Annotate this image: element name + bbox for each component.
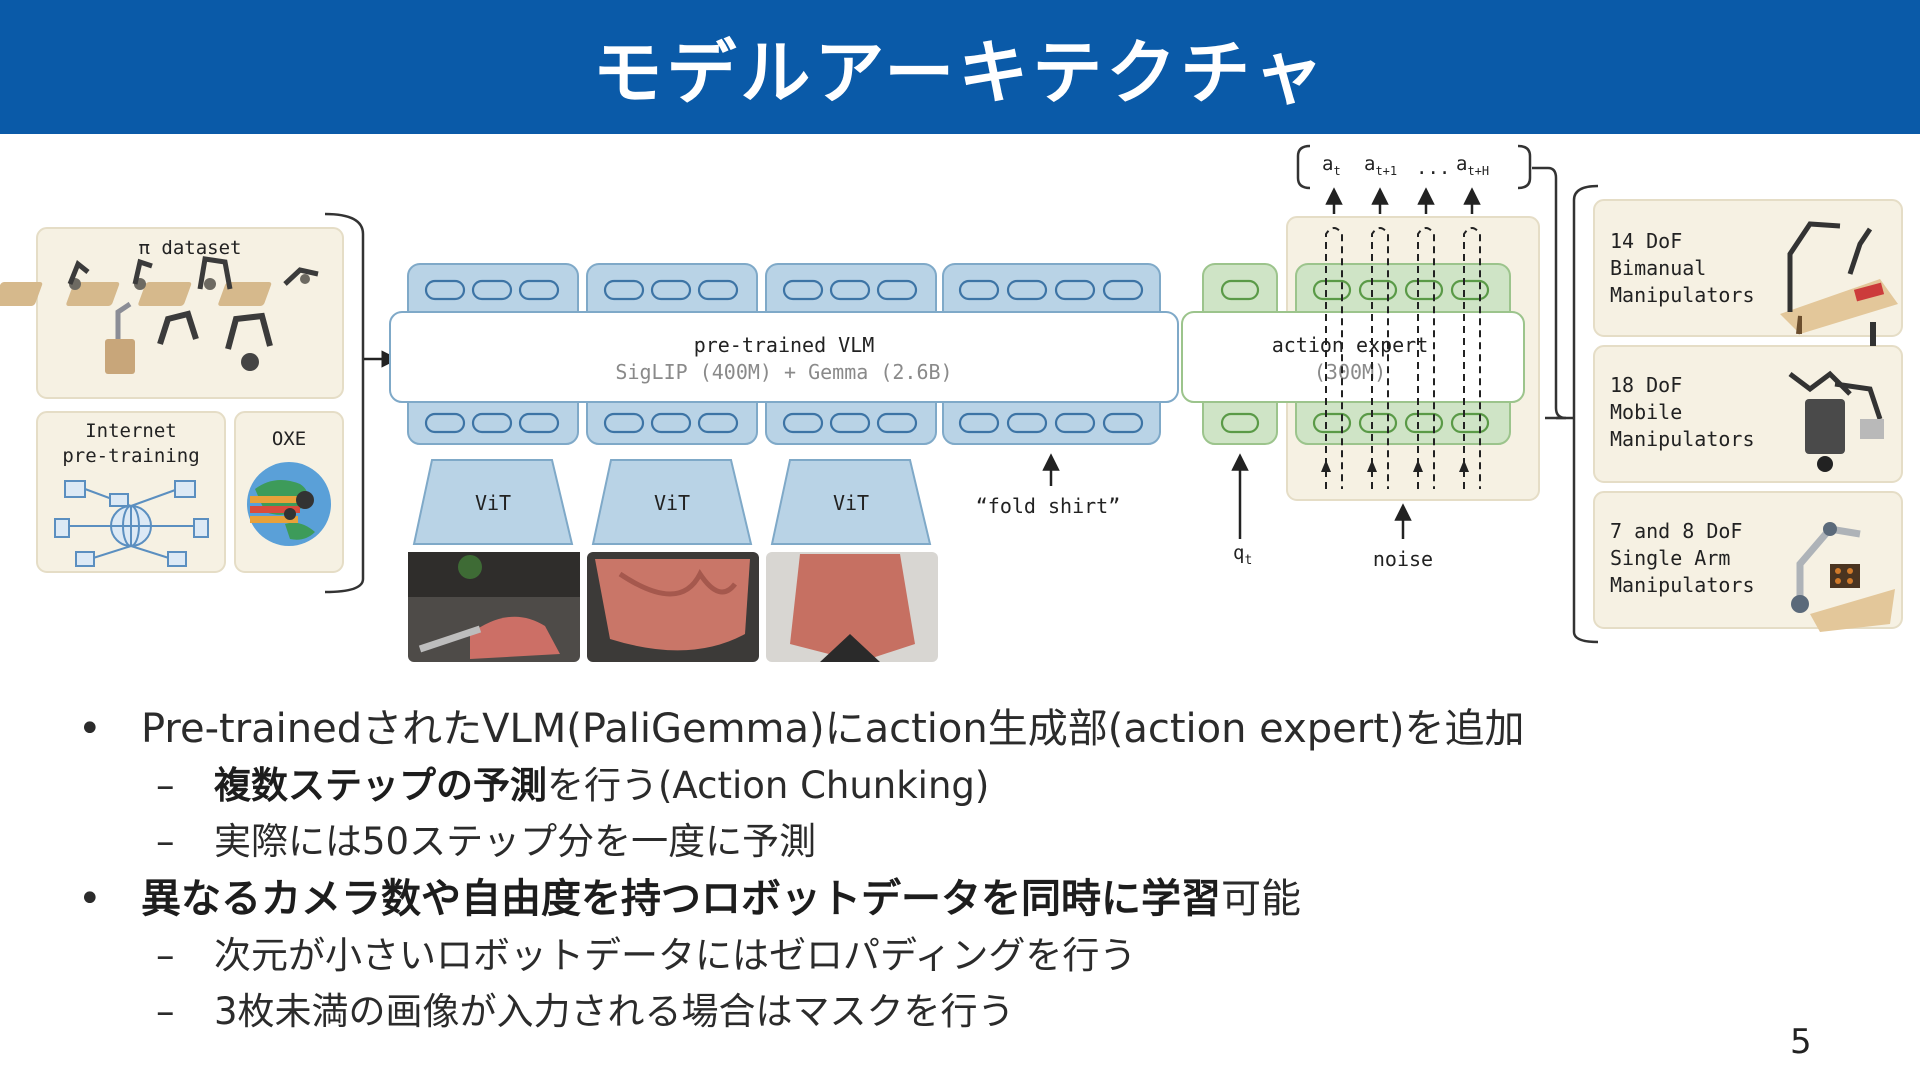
dataset-bracket xyxy=(324,212,365,594)
robots-bracket-outer xyxy=(1572,184,1599,644)
vlm-subtitle: SigLIP (400M) + Gemma (2.6B) xyxy=(615,360,952,384)
state-label: qt xyxy=(1233,542,1252,568)
sub-bullet-item: – 実際には50ステップ分を一度に予測 xyxy=(78,814,1838,870)
robot-card-1-line2: Bimanual xyxy=(1610,256,1706,280)
action-expert-box xyxy=(1181,311,1525,403)
sub-bullet-marker: – xyxy=(156,934,175,977)
sub-bullet-marker: – xyxy=(156,820,175,863)
vit-label-3: ViT xyxy=(833,491,869,515)
bullet-item: • 異なるカメラ数や自由度を持つロボットデータを同時に学習可能 xyxy=(78,870,1838,928)
robot-card-1-line1: 14 DoF xyxy=(1610,229,1682,253)
internet-globe-icon xyxy=(54,480,209,567)
output-arrows xyxy=(1325,187,1481,214)
bullet-marker: • xyxy=(78,706,102,752)
oxe-label: OXE xyxy=(272,428,306,450)
bullet-list: • Pre-trainedされたVLM(PaliGemma)にaction生成部… xyxy=(78,700,1838,1040)
robot-card-1-line3: Manipulators xyxy=(1610,283,1755,307)
bullet-text: Pre-trainedされたVLM(PaliGemma)にaction生成部(a… xyxy=(141,706,1525,752)
vit-label-1: ViT xyxy=(475,491,511,515)
prompt-text: “fold shirt” xyxy=(976,494,1121,518)
robot-card-2-line1: 18 DoF xyxy=(1610,373,1682,397)
vlm-box xyxy=(389,311,1179,403)
output-left-brace xyxy=(1296,144,1311,190)
output-action-1: at xyxy=(1322,153,1341,178)
bullet-item: • Pre-trainedされたVLM(PaliGemma)にaction生成部… xyxy=(78,700,1838,758)
bullet-emphasis: 異なるカメラ数や自由度を持つロボットデータを同時に学習 xyxy=(141,876,1221,922)
sub-bullet-item: – 複数ステップの予測を行う(Action Chunking) xyxy=(78,758,1838,814)
vlm-title: pre-trained VLM xyxy=(694,333,875,357)
slide-title: モデルアーキテクチャ xyxy=(592,31,1328,114)
sub-bullet-text: 次元が小さいロボットデータにはゼロパディングを行う xyxy=(214,934,1137,977)
mobile-robot-image xyxy=(1788,370,1884,472)
sub-bullet-item: – 3枚未満の画像が入力される場合はマスクを行う xyxy=(78,984,1838,1040)
robot-card-2-line2: Mobile xyxy=(1610,400,1682,424)
sub-bullet-marker: – xyxy=(156,990,175,1033)
vit-encoders: ViT ViT ViT xyxy=(412,459,932,545)
page-number: 5 xyxy=(1790,1022,1812,1062)
denoising-loops xyxy=(1325,227,1481,489)
single-arm-robot-image xyxy=(1791,522,1895,632)
noise-label: noise xyxy=(1373,547,1433,571)
title-bar: モデルアーキテクチャ xyxy=(0,0,1920,134)
vit-label-2: ViT xyxy=(654,491,690,515)
sub-bullet-item: – 次元が小さいロボットデータにはゼロパディングを行う xyxy=(78,928,1838,984)
output-action-4: at+H xyxy=(1456,153,1489,178)
sub-bullet-text: を行う(Action Chunking) xyxy=(547,764,990,807)
robot-card-3-line1: 7 and 8 DoF xyxy=(1610,519,1742,543)
sub-bullet-emphasis: 複数ステップの予測 xyxy=(214,764,547,807)
denoising-arrowheads xyxy=(1321,460,1469,472)
sub-bullet-text: 実際には50ステップ分を一度に予測 xyxy=(214,820,817,863)
bullet-marker: • xyxy=(78,876,102,922)
dataset-panel: π dataset Internet pre-training xyxy=(0,227,344,573)
output-right-brace xyxy=(1517,144,1532,190)
camera-images xyxy=(408,552,938,662)
vit-encoder-3 xyxy=(770,459,932,545)
architecture-diagram: π dataset Internet pre-training xyxy=(0,144,1903,662)
internet-label-line2: pre-training xyxy=(62,445,199,467)
robot-card-3-line2: Single Arm xyxy=(1610,546,1730,570)
pi-dataset-label: π dataset xyxy=(139,237,242,259)
robot-thumbnails xyxy=(0,256,319,374)
internet-label-line1: Internet xyxy=(85,420,177,442)
action-expert-title: action expert xyxy=(1272,333,1429,357)
bullet-text: 可能 xyxy=(1221,876,1301,922)
internet-pretraining-box xyxy=(36,411,226,573)
oxe-globe-icon xyxy=(247,462,331,546)
robot-card-2-line3: Manipulators xyxy=(1610,427,1755,451)
bimanual-robot-image xyxy=(1780,221,1898,346)
sub-bullet-text: 3枚未満の画像が入力される場合はマスクを行う xyxy=(214,990,1015,1033)
output-actions: at at+1 ... at+H xyxy=(1322,153,1489,179)
vit-encoder-2 xyxy=(591,459,753,545)
action-expert-subtitle: (300M) xyxy=(1314,360,1386,384)
robot-card-3-line3: Manipulators xyxy=(1610,573,1755,597)
output-action-3: ... xyxy=(1416,157,1450,179)
output-action-2: at+1 xyxy=(1364,153,1397,178)
sub-bullet-marker: – xyxy=(156,764,175,807)
robot-types: 14 DoF Bimanual Manipulators 18 DoF Mobi… xyxy=(1593,199,1903,632)
vit-encoder-1 xyxy=(412,459,574,545)
